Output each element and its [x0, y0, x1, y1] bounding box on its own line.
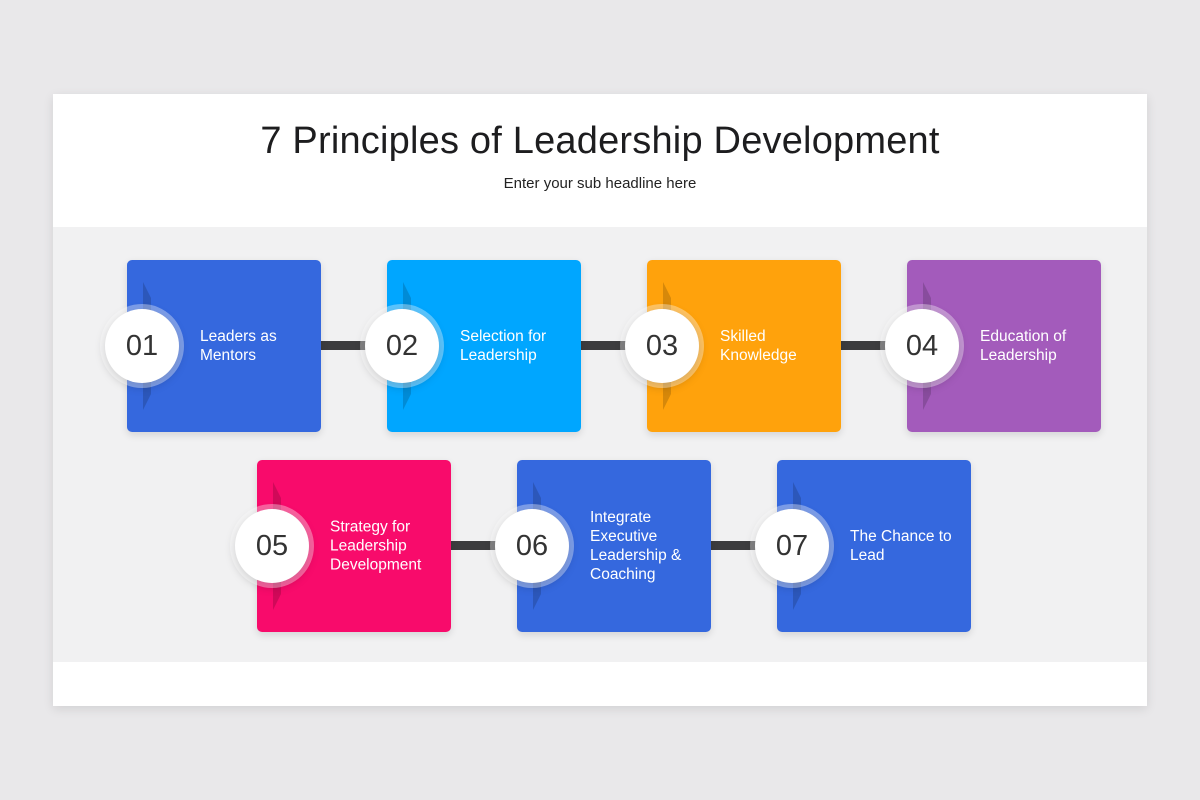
step-number-badge-03: 03 [625, 309, 699, 383]
connector-6-7 [710, 541, 778, 550]
step-number-badge-04: 04 [885, 309, 959, 383]
step-number-badge-02: 02 [365, 309, 439, 383]
principle-label: Skilled Knowledge [720, 328, 797, 364]
connector-3-4 [840, 341, 908, 350]
slide-subtitle: Enter your sub headline here [503, 175, 697, 192]
step-number-badge-05: 05 [235, 509, 309, 583]
step-number-badge-06: 06 [495, 509, 569, 583]
principle-label: Selection for Leadership [460, 328, 547, 364]
step-number-badge-01: 01 [105, 309, 179, 383]
principle-label: Education of Leadership [980, 328, 1067, 364]
principle-label: Integrate Executive Leadership & Coachin… [590, 509, 682, 583]
principle-label: Strategy for Leadership Development [330, 518, 422, 574]
principle-label: The Chance to Lead [850, 528, 952, 564]
step-number-badge-07: 07 [755, 509, 829, 583]
slide-title: 7 Principles of Leadership Development [260, 120, 940, 162]
connector-2-3 [580, 341, 648, 350]
connector-5-6 [450, 541, 518, 550]
principle-label: Leaders as Mentors [200, 328, 277, 364]
connector-1-2 [320, 341, 388, 350]
